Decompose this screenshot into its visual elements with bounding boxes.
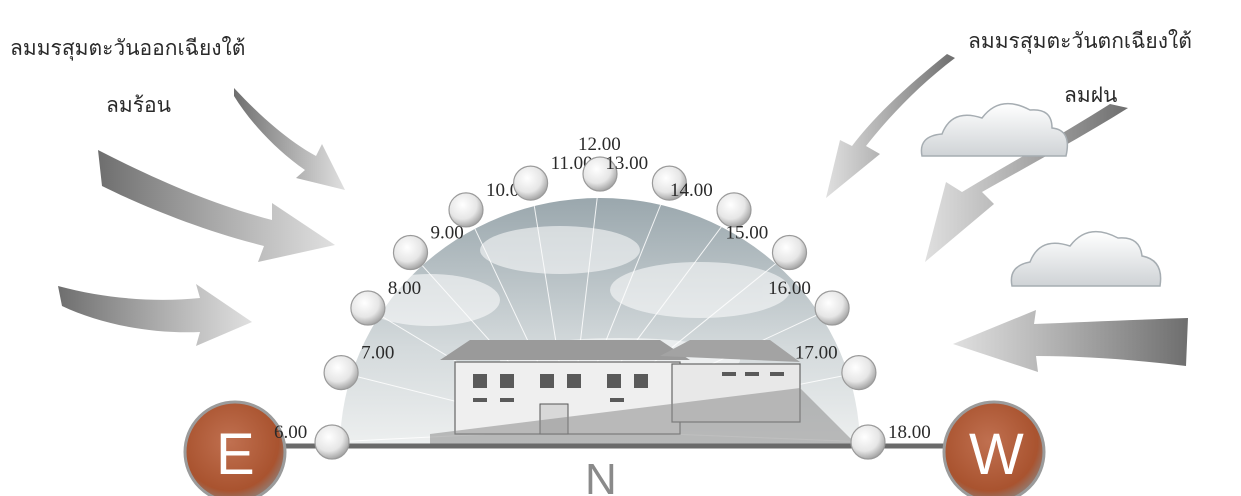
sun-position-7: 13.00 [605,153,688,201]
sun-icon [392,234,429,271]
hour-label: 17.00 [795,343,838,364]
sun-icon [716,192,752,228]
sun-position-1: 7.00 [323,343,394,391]
sun-position-6: 12.00 [578,134,621,192]
sun-position-3: 9.00 [392,223,464,271]
compass-west-label: W [969,422,1024,487]
sun-icon [314,424,350,460]
sun-icon [323,355,359,391]
right-wind-title: ลมมรสุมตะวันตกเฉียงใต้ [968,29,1192,54]
sun-positions: 6.007.008.009.0010.0011.0012.0013.0014.0… [274,134,931,460]
right-wind-arrow-2 [925,104,1128,262]
left-wind-arrow-3 [58,284,252,346]
sun-position-5: 11.00 [512,153,593,201]
sun-icon [350,290,386,326]
cloud-icon [1010,230,1162,287]
sun-position-12: 18.00 [850,422,931,460]
right-wind-arrow-3 [953,310,1188,372]
hour-label: 14.00 [670,180,713,201]
sun-icon [850,424,886,460]
sun-icon [814,290,850,326]
sun-position-2: 8.00 [350,278,421,326]
left-wind-arrow-1 [234,88,345,190]
sun-icon [512,165,549,201]
sun-position-10: 16.00 [768,278,850,326]
sun-icon [651,165,688,201]
hour-label: 9.00 [431,223,464,244]
building [430,340,860,448]
compass-west: W [942,400,1046,496]
right-wind-subtitle: ลมฝน [1064,83,1117,107]
hour-label: 11.00 [551,153,593,174]
hour-label: 13.00 [605,153,648,174]
sun-position-0: 6.00 [274,422,350,460]
cloud-icon [920,102,1069,157]
hour-label: 7.00 [361,343,394,364]
hour-label: 6.00 [274,422,307,443]
compass-east-label: E [216,422,255,487]
left-wind-subtitle: ลมร้อน [106,93,171,117]
hour-label: 18.00 [888,422,931,443]
hour-label: 12.00 [578,134,621,155]
sun-icon [582,156,618,192]
left-wind-arrow-2 [98,150,335,262]
sun-icon [448,192,484,228]
hour-label: 15.00 [726,223,769,244]
sun-icon [841,355,877,391]
left-wind-title: ลมมรสุมตะวันออกเฉียงใต้ [10,36,245,61]
compass-north-label: N [585,455,617,496]
hour-label: 16.00 [768,278,811,299]
right-wind-arrow-1 [826,54,955,198]
compass-east: E [183,400,287,496]
sun-position-8: 14.00 [670,180,752,228]
sun-icon [771,234,808,271]
hour-label: 8.00 [388,278,421,299]
sun-position-11: 17.00 [795,343,877,391]
sun-position-9: 15.00 [726,223,808,271]
